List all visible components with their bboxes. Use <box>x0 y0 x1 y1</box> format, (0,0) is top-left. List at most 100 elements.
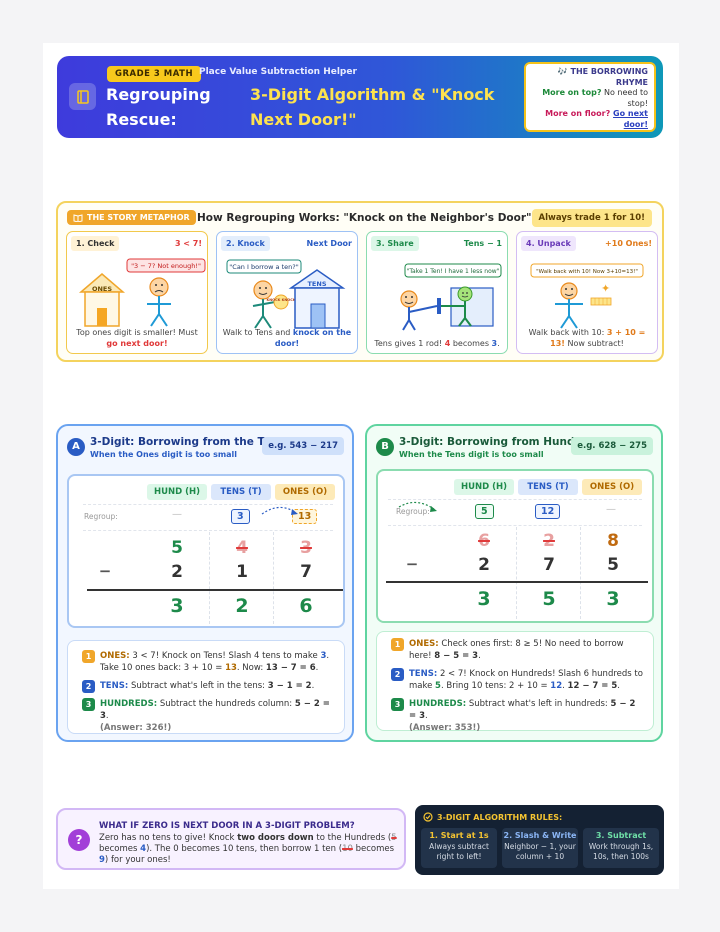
grade-badge: GRADE 3 MATH <box>107 66 202 82</box>
step-label: 1. Check <box>71 236 120 251</box>
regroup-label: Regroup: <box>396 507 430 516</box>
col-tens: TENS (T) <box>211 484 271 500</box>
step-label: 2. Knock <box>221 236 270 251</box>
speech-bubble: "Walk back with 10! Now 3+10=13!" <box>536 269 638 275</box>
step-item: 2 TENS: Subtract what's left in the tens… <box>82 680 336 693</box>
step-caption: Tens gives 1 rod! 4 becomes 3. <box>374 338 500 348</box>
step-tag: +10 Ones! <box>605 239 652 248</box>
step-label: 4. Unpack <box>521 236 576 251</box>
regroup-ones-box: 13 <box>292 509 318 524</box>
regroup-tens-box: 3 <box>231 509 250 524</box>
regroup-label: Regroup: <box>84 512 118 521</box>
regroup-hundreds: — <box>172 509 182 520</box>
col-hundreds: HUND (H) <box>454 479 514 495</box>
top-digit-hundreds: 5 <box>171 538 183 558</box>
page-title-accent: 3-Digit Algorithm & "Knock Next Door!" <box>250 85 495 129</box>
rhyme-line-2: More on floor? Go next door! <box>545 109 648 129</box>
rule-card: 2. Slash & Write Neighbor − 1, your colu… <box>502 828 578 868</box>
step-item: 1 ONES: Check ones first: 8 ≥ 5! No need… <box>391 638 645 662</box>
borrowing-rhyme-card: 🎶 THE BORROWING RHYME More on top? No ne… <box>524 62 656 132</box>
bottom-digit-hundreds: 2 <box>171 562 183 582</box>
header-banner: GRADE 3 MATH Place Value Subtraction Hel… <box>57 56 663 138</box>
place-value-grid: HUND (H) TENS (T) ONES (O) Regroup: 5 12… <box>376 469 654 623</box>
story-step-unpack: 4. Unpack +10 Ones! "Walk back with 10! … <box>516 231 658 354</box>
check-circle-icon <box>423 812 433 822</box>
result-tens: 5 <box>542 588 556 610</box>
story-metaphor-section: THE STORY METAPHOR How Regrouping Works:… <box>56 201 664 362</box>
story-badge: THE STORY METAPHOR <box>67 210 196 225</box>
result-tens: 2 <box>235 595 249 617</box>
sum-line <box>87 589 343 591</box>
rule-card: 3. Subtract Work through 1s, 10s, then 1… <box>583 828 659 868</box>
steps-list: 1 ONES: 3 < 7! Knock on Tens! Slash 4 te… <box>67 640 345 734</box>
step-illustration: "Can I borrow a ten?" KNOCK KNOCK TENS <box>226 259 346 329</box>
story-tag: Always trade 1 for 10! <box>531 209 652 227</box>
page-title: Regrouping Rescue: <box>106 85 211 129</box>
bottom-digit-tens: 7 <box>543 555 555 575</box>
panel-letter: A <box>67 438 85 456</box>
result-hundreds: 3 <box>477 588 491 610</box>
bottom-digit-tens: 1 <box>236 562 248 582</box>
regroup-hundreds-box: 5 <box>475 504 494 519</box>
panel-subtitle: When the Tens digit is too small <box>399 450 544 459</box>
knock-label: KNOCK KNOCK <box>266 298 295 302</box>
col-hundreds: HUND (H) <box>147 484 207 500</box>
top-digit-hundreds: 6 <box>478 531 490 551</box>
borrow-arrow-icon <box>398 501 437 512</box>
bottom-digit-ones: 5 <box>607 555 619 575</box>
top-digit-ones: 8 <box>607 531 619 551</box>
question-icon: ? <box>68 829 90 851</box>
open-book-icon <box>73 213 83 222</box>
minus-sign: − <box>405 555 419 573</box>
top-digit-tens: 2 <box>543 531 555 551</box>
rhyme-title: 🎶 THE BORROWING RHYME <box>557 67 648 87</box>
top-digit-tens: 4 <box>236 538 248 558</box>
header-subtitle: Place Value Subtraction Helper <box>199 67 357 77</box>
panel-example: e.g. 543 − 217 <box>262 437 344 455</box>
col-tens: TENS (T) <box>518 479 578 495</box>
book-icon <box>69 83 96 110</box>
regroup-ones: — <box>606 504 616 515</box>
sparkle-icon: ✦ <box>601 282 610 295</box>
house-label: TENS <box>308 280 327 288</box>
zero-title: WHAT IF ZERO IS NEXT DOOR IN A 3-DIGIT P… <box>99 821 355 831</box>
step-tag: Tens − 1 <box>463 239 502 248</box>
result-ones: 3 <box>606 588 620 610</box>
step-caption: Walk to Tens and knock on the door! <box>222 328 352 348</box>
step-item: 1 ONES: 3 < 7! Knock on Tens! Slash 4 te… <box>82 650 336 674</box>
step-caption: Top ones digit is smaller! Must go next … <box>76 328 198 348</box>
go-next-door-link[interactable]: Go next door! <box>613 109 648 129</box>
top-digit-ones: 3 <box>300 538 312 558</box>
bottom-digit-ones: 7 <box>300 562 312 582</box>
speech-bubble: "Can I borrow a ten?" <box>229 263 298 271</box>
panel-subtitle: When the Ones digit is too small <box>90 450 238 459</box>
result-hundreds: 3 <box>170 595 184 617</box>
sum-line <box>386 581 648 583</box>
step-item: 3 HUNDREDS: Subtract what's left in hund… <box>391 698 645 734</box>
rules-title: 3-DIGIT ALGORITHM RULES: <box>423 812 562 822</box>
rule-card: 1. Start at 1s Always subtract right to … <box>421 828 497 868</box>
steps-list: 1 ONES: Check ones first: 8 ≥ 5! No need… <box>376 631 654 734</box>
speech-bubble: "Take 1 Ten! I have 1 less now" <box>407 268 500 275</box>
story-step-knock: 2. Knock Next Door "Can I borrow a ten?"… <box>216 231 358 354</box>
rhyme-line-1: More on top? No need to stop! <box>542 88 648 108</box>
panel-title: 3-Digit: Borrowing from the Tens <box>90 436 285 448</box>
step-caption: Walk back with 10: 3 + 10 = 13! Now subt… <box>528 328 646 348</box>
minus-sign: − <box>98 562 112 580</box>
col-ones: ONES (O) <box>582 479 642 495</box>
step-tag: 3 < 7! <box>174 239 202 248</box>
algorithm-rules: 3-DIGIT ALGORITHM RULES: 1. Start at 1s … <box>415 805 664 875</box>
step-illustration: "Take 1 Ten! I have 1 less now" <box>400 263 502 331</box>
story-step-check: 1. Check 3 < 7! ONES "3 − 7? Not enough!… <box>66 231 208 354</box>
place-value-grid: HUND (H) TENS (T) ONES (O) Regroup: — 3 … <box>67 474 345 628</box>
speech-bubble: "3 − 7? Not enough!" <box>131 262 201 270</box>
step-item: 2 TENS: 2 < 7! Knock on Hundreds! Slash … <box>391 668 645 692</box>
zero-text: Zero has no tens to give! Knock two door… <box>99 833 397 865</box>
step-illustration: ONES "3 − 7? Not enough!" <box>78 258 206 327</box>
panel-borrow-tens: A 3-Digit: Borrowing from the Tens When … <box>56 424 354 742</box>
zero-next-door-note: ? WHAT IF ZERO IS NEXT DOOR IN A 3-DIGIT… <box>56 808 406 870</box>
result-ones: 6 <box>299 595 313 617</box>
panel-title: 3-Digit: Borrowing from Hundreds <box>399 436 601 448</box>
panel-example: e.g. 628 − 275 <box>571 437 653 455</box>
col-ones: ONES (O) <box>275 484 335 500</box>
